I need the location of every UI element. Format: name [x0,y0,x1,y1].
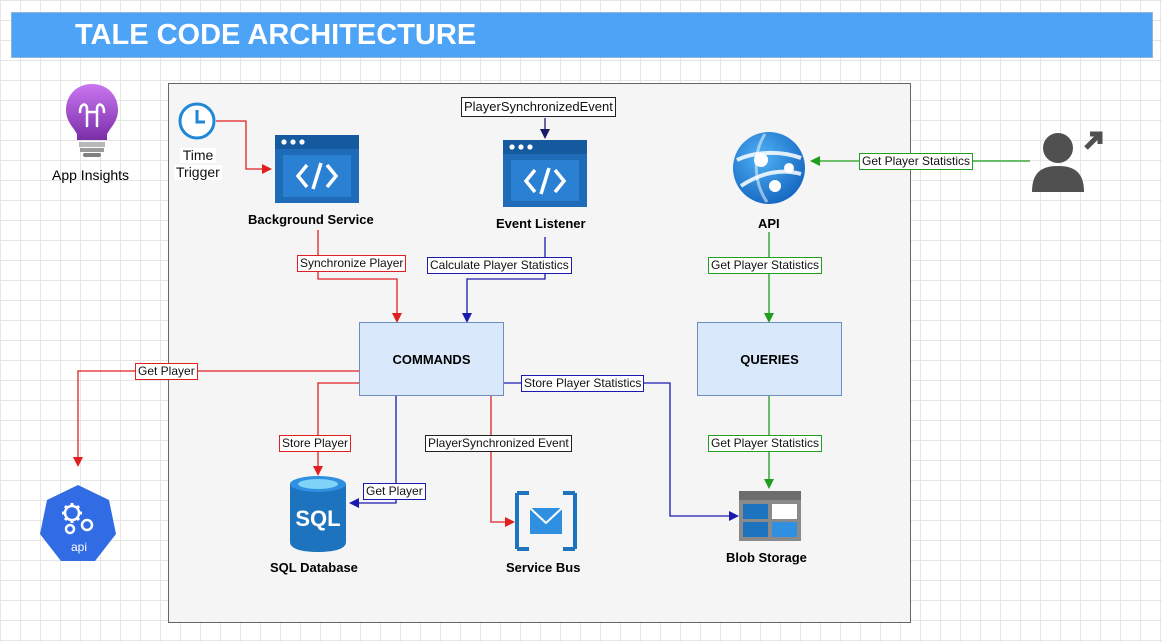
event-listener-label: Event Listener [496,216,586,231]
globe-icon [731,130,807,206]
edge-listener-to-commands [462,237,546,323]
time-trigger-label-2: Trigger [174,164,222,180]
edge-commands-to-bus [490,396,515,527]
edge-commands-to-sql-get [349,396,397,508]
page-title: TALE CODE ARCHITECTURE [75,19,477,51]
app-insights-label: App Insights [52,167,130,183]
code-window-icon [503,140,587,207]
edge-label-get-player-left: Get Player [135,363,198,380]
player-synchronized-event-label: PlayerSynchronizedEvent [461,97,616,117]
edge-label-get-player-sql: Get Player [363,483,426,500]
clock-icon [177,101,217,141]
queries-box: QUERIES [697,322,842,396]
edge-commands-to-sql-store [313,382,360,476]
edge-label-player-synchronized-event-bus: PlayerSynchronized Event [425,435,572,452]
user-icon [1030,130,1106,194]
commands-label: COMMANDS [392,351,471,367]
storage-icon [739,491,801,541]
edge-label-get-player-statistics-user: Get Player Statistics [859,153,974,170]
api-label: API [758,216,780,231]
edge-label-get-player-statistics-api: Get Player Statistics [708,257,823,274]
title-bar: TALE CODE ARCHITECTURE [11,12,1153,58]
edge-label-store-player-statistics: Store Player Statistics [521,375,645,392]
api-badge-icon [38,483,118,563]
sql-database-label: SQL Database [270,560,358,575]
lightbulb-icon [62,82,122,162]
service-bus-label: Service Bus [506,560,581,575]
svg-text:SQL: SQL [295,506,340,531]
envelope-icon [515,491,577,551]
edge-label-store-player: Store Player [279,435,352,452]
edge-commands-to-api-badge [73,370,360,467]
edge-label-get-player-statistics-blob: Get Player Statistics [708,435,823,452]
blob-storage-label: Blob Storage [726,550,807,565]
edge-label-calculate-player-statistics: Calculate Player Statistics [427,257,572,274]
edge-trigger-to-background [216,120,272,174]
time-trigger-label-1: Time [180,148,216,163]
database-icon: SQL [288,474,348,554]
code-window-icon [275,135,359,203]
commands-box: COMMANDS [359,322,504,396]
edge-label-synchronize-player: Synchronize Player [297,255,407,272]
queries-label: QUERIES [740,351,799,367]
api-badge-label: api [71,540,88,554]
edge-background-to-commands [317,230,402,323]
background-service-label: Background Service [248,212,374,227]
